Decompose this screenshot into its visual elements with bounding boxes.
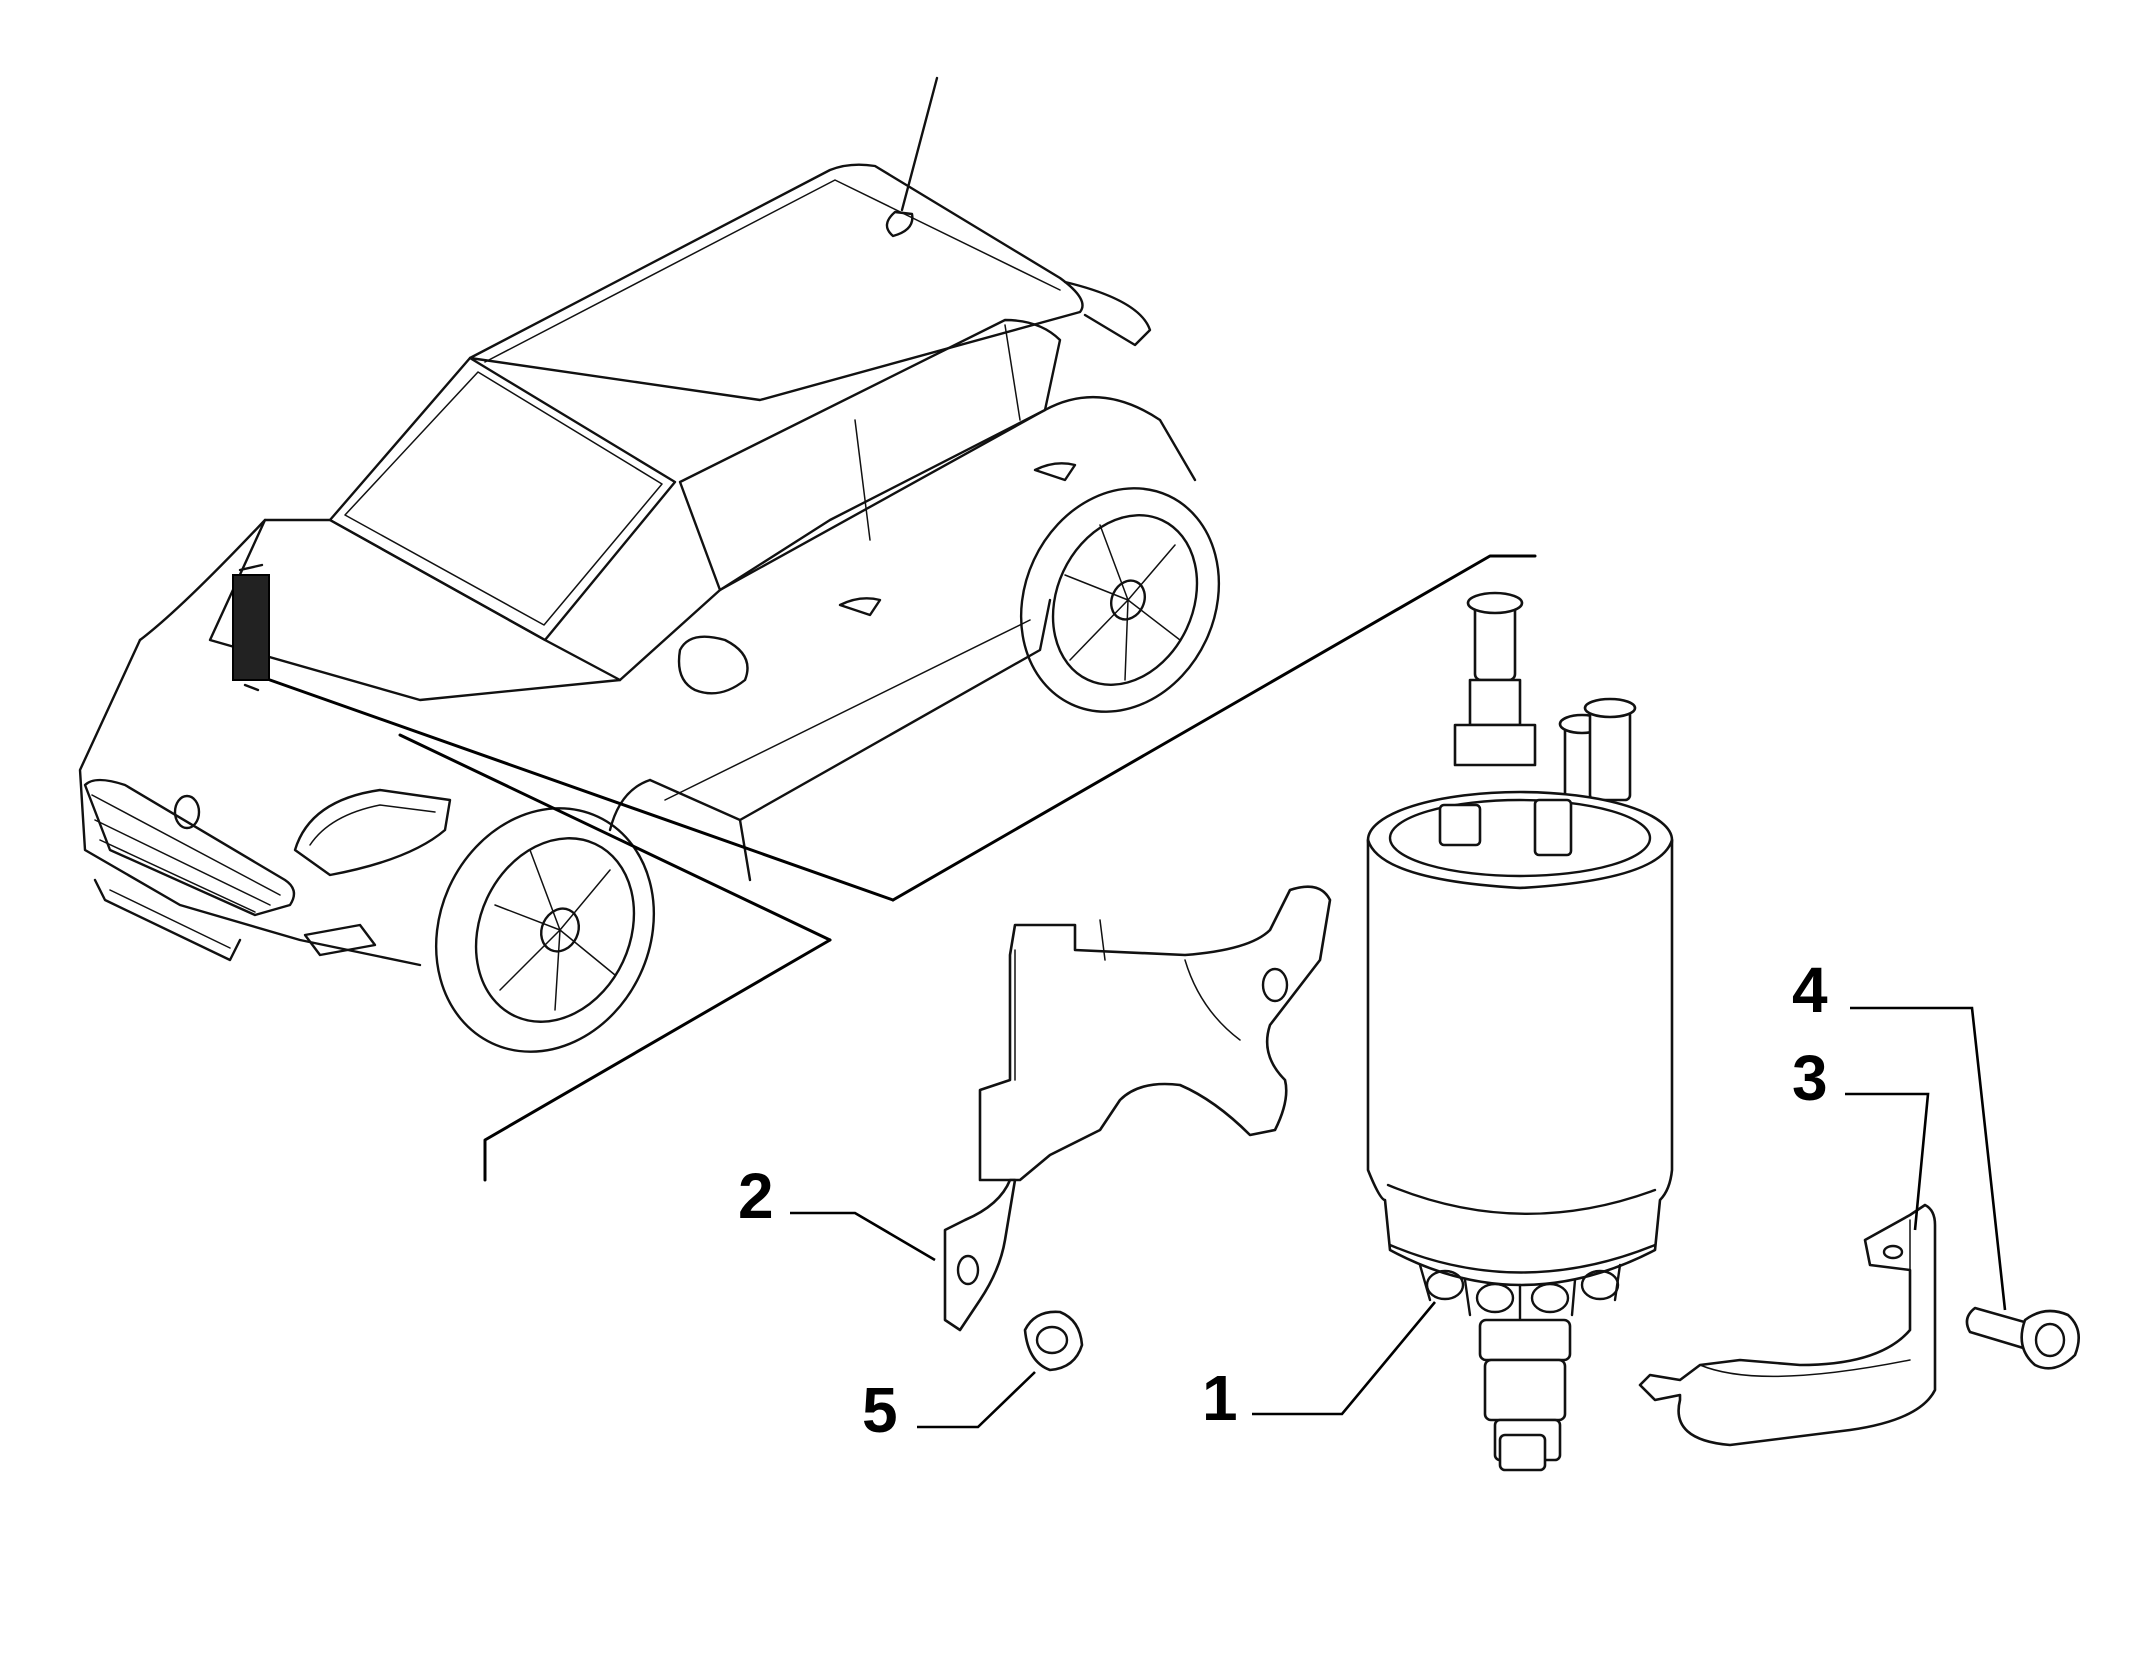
detail-frame [268,554,1537,1182]
fuel-pipe-top [1473,603,1517,682]
fuel-pipe-right [1588,708,1632,802]
callout-4: 4 [1792,954,1828,1026]
hex-nut[interactable] [1023,1310,1084,1372]
callout-3: 3 [1792,1042,1828,1114]
callout-1: 1 [1202,1362,1238,1434]
filter-clamp[interactable] [1638,1203,1937,1447]
leader-lines [790,1006,2007,1429]
fuel-filter[interactable] [1366,591,1674,1472]
mounting-bolt[interactable] [1965,1306,2080,1370]
car-illustration [78,76,1221,1053]
callout-5: 5 [862,1374,898,1446]
filter-location-marker [232,574,270,681]
filter-bracket[interactable] [943,885,1332,1332]
callout-2: 2 [738,1160,774,1232]
